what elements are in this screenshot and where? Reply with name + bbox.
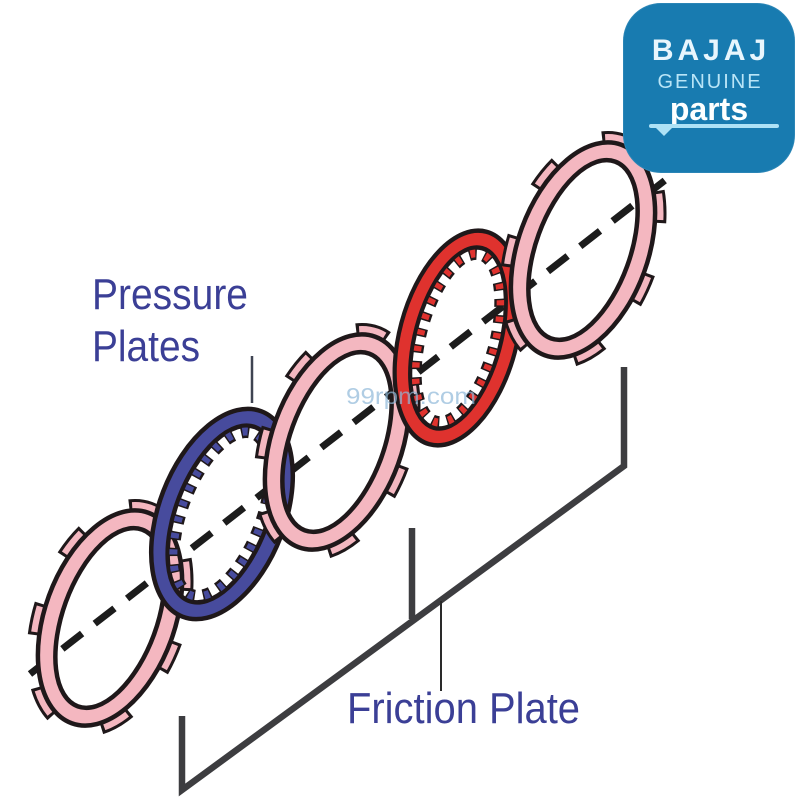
watermark-text: 99rpm.com [346, 383, 476, 409]
logo-genuine-text: GENUINE [657, 71, 763, 93]
pressure-plates-label-line2: Plates [92, 322, 200, 371]
friction-plates-bracket [178, 367, 628, 797]
bajaj-genuine-parts-logo: BAJAJ GENUINE parts [623, 3, 795, 173]
logo-parts-text: parts [669, 91, 749, 127]
logo-underline [649, 124, 779, 128]
logo-down-arrow-icon [653, 125, 675, 136]
pressure-plates-label-line1: Pressure [92, 270, 248, 319]
friction-plate-label: Friction Plate [347, 684, 580, 733]
logo-brand-text: BAJAJ [651, 34, 771, 67]
center-axis-dashed-line [27, 175, 671, 677]
